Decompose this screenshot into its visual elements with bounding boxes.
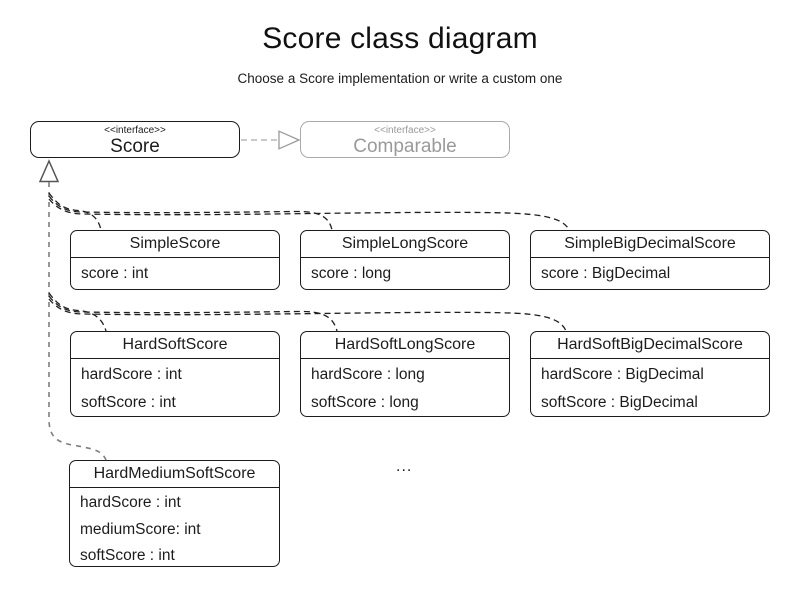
- attribute: score : BigDecimal: [541, 265, 671, 282]
- class-name: HardSoftScore: [71, 332, 279, 359]
- stereotype-label: <<interface>>: [374, 125, 436, 136]
- attribute: softScore : BigDecimal: [541, 394, 698, 411]
- class-hardsoftlongscore: HardSoftLongScore hardScore : long softS…: [300, 331, 510, 417]
- class-name: SimpleScore: [71, 231, 279, 258]
- attribute: hardScore : int: [80, 494, 181, 511]
- attribute: softScore : long: [311, 394, 419, 411]
- attribute: hardScore : long: [311, 366, 425, 383]
- class-attributes: hardScore : int softScore : int: [71, 359, 279, 416]
- generalization-arrowhead-icon: [38, 159, 60, 183]
- class-hardsoftbigdecimalscore: HardSoftBigDecimalScore hardScore : BigD…: [530, 331, 770, 417]
- class-attributes: score : BigDecimal: [531, 258, 769, 288]
- attribute: score : int: [81, 265, 149, 282]
- class-hardmediumsoftscore: HardMediumSoftScore hardScore : int medi…: [69, 460, 280, 567]
- interface-name: Comparable: [353, 136, 457, 157]
- class-name: SimpleBigDecimalScore: [531, 231, 769, 258]
- class-attributes: score : long: [301, 258, 509, 288]
- attribute: softScore : int: [80, 547, 175, 564]
- class-attributes: hardScore : BigDecimal softScore : BigDe…: [531, 359, 769, 416]
- page-subtitle: Choose a Score implementation or write a…: [237, 71, 563, 86]
- class-name: HardMediumSoftScore: [70, 461, 279, 488]
- class-name: HardSoftLongScore: [301, 332, 509, 359]
- attribute: mediumScore: int: [80, 520, 201, 538]
- class-hardsoftscore: HardSoftScore hardScore : int softScore …: [70, 331, 280, 417]
- class-attributes: hardScore : long softScore : long: [301, 359, 509, 416]
- branches-row2: [48, 292, 567, 332]
- class-name: HardSoftBigDecimalScore: [531, 332, 769, 359]
- more-implementations-ellipsis: ...: [396, 458, 413, 475]
- stereotype-label: <<interface>>: [104, 125, 166, 136]
- class-simplebigdecimalscore: SimpleBigDecimalScore score : BigDecimal: [530, 230, 770, 290]
- realization-arrowhead-icon: [278, 130, 301, 150]
- page-title: Score class diagram: [262, 22, 538, 55]
- trunk-line: [48, 182, 107, 461]
- attribute: score : long: [311, 265, 392, 282]
- class-simplelongscore: SimpleLongScore score : long: [300, 230, 510, 290]
- realization-score-comparable: [241, 130, 301, 150]
- attribute: hardScore : int: [81, 366, 182, 383]
- interface-comparable: <<interface>> Comparable: [300, 121, 510, 158]
- interface-score: <<interface>> Score: [30, 121, 240, 158]
- branches-row1: [48, 192, 570, 231]
- attribute: hardScore : BigDecimal: [541, 366, 704, 383]
- attribute: softScore : int: [81, 394, 176, 411]
- class-simplescore: SimpleScore score : int: [70, 230, 280, 290]
- class-attributes: hardScore : int mediumScore: int softSco…: [70, 488, 279, 566]
- class-attributes: score : int: [71, 258, 279, 288]
- interface-name: Score: [110, 136, 160, 157]
- class-name: SimpleLongScore: [301, 231, 509, 258]
